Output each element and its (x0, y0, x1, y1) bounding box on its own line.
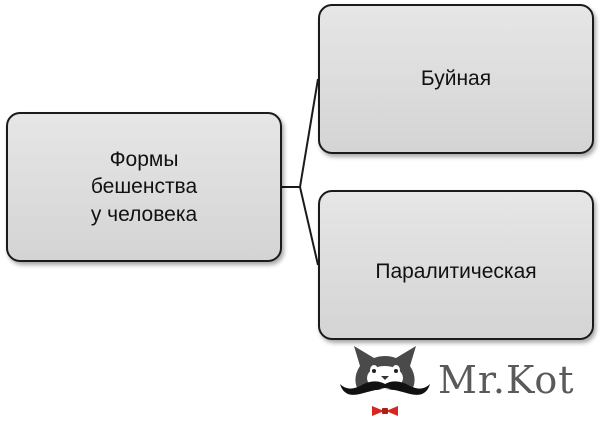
connector-to-paraliticheskaya (282, 186, 319, 266)
cat-mustache-bowtie-icon (340, 346, 430, 416)
connector-to-buinaya (282, 78, 319, 188)
root-node: Формы бешенства у человека (6, 112, 282, 262)
child-node-paraliticheskaya: Паралитическая (318, 190, 594, 340)
mr-kot-logo: Mr.Kot (330, 344, 595, 420)
logo-text: Mr.Kot (438, 358, 575, 402)
child-node-buinaya: Буйная (318, 4, 594, 154)
root-node-label: Формы бешенства у человека (90, 148, 198, 226)
child-node-label: Буйная (420, 67, 492, 91)
child-node-label: Паралитическая (375, 260, 537, 284)
